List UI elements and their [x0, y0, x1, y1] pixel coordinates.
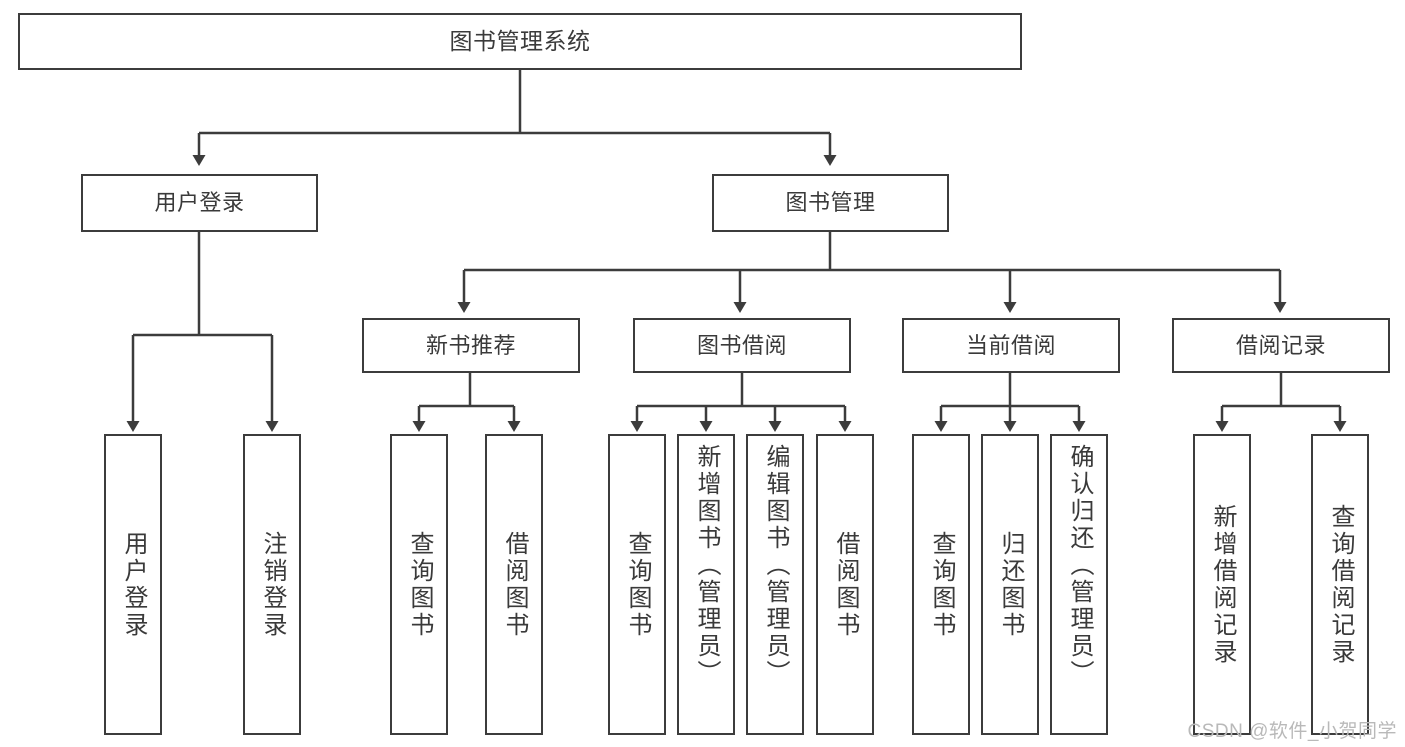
leaf-borrow-book-label: 借阅图书 [832, 530, 859, 639]
leaf-query-book-current[interactable]: 查询图书 [912, 434, 970, 735]
leaf-add-borrow-record-label: 新增借阅记录 [1209, 503, 1236, 666]
leaf-borrow-book-new[interactable]: 借阅图书 [485, 434, 543, 735]
leaf-query-book-new[interactable]: 查询图书 [390, 434, 448, 735]
node-root-label: 图书管理系统 [449, 27, 591, 54]
leaf-edit-book-admin-label: 编辑图书（管理员） [762, 444, 789, 687]
leaf-add-book-admin-label: 新增图书（管理员） [693, 444, 720, 687]
csdn-watermark: CSDN @软件_小贺同学 [1187, 721, 1397, 742]
node-borrow-record-label: 借阅记录 [1235, 332, 1326, 358]
node-new-book-recommend-label: 新书推荐 [425, 332, 516, 358]
leaf-user-login[interactable]: 用户登录 [104, 434, 162, 735]
node-new-book-recommend[interactable]: 新书推荐 [362, 318, 580, 373]
node-current-borrow[interactable]: 当前借阅 [902, 318, 1120, 373]
leaf-logout-label: 注销登录 [259, 530, 286, 639]
leaf-add-borrow-record[interactable]: 新增借阅记录 [1193, 434, 1251, 735]
leaf-query-borrow-record[interactable]: 查询借阅记录 [1311, 434, 1369, 735]
leaf-borrow-book-new-label: 借阅图书 [501, 530, 528, 639]
leaf-return-book-label: 归还图书 [997, 530, 1024, 639]
node-user-login-label: 用户登录 [154, 190, 245, 216]
leaf-user-login-label: 用户登录 [120, 530, 147, 639]
leaf-logout[interactable]: 注销登录 [243, 434, 301, 735]
leaf-query-book-borrow-label: 查询图书 [624, 530, 651, 639]
leaf-query-book-new-label: 查询图书 [406, 530, 433, 639]
leaf-query-book-current-label: 查询图书 [928, 530, 955, 639]
leaf-confirm-return-admin[interactable]: 确认归还（管理员） [1050, 434, 1108, 735]
node-book-management-label: 图书管理 [785, 190, 876, 216]
node-root[interactable]: 图书管理系统 [18, 13, 1022, 70]
leaf-confirm-return-admin-label: 确认归还（管理员） [1066, 444, 1093, 687]
leaf-add-book-admin[interactable]: 新增图书（管理员） [677, 434, 735, 735]
node-user-login[interactable]: 用户登录 [81, 174, 318, 232]
node-book-borrow[interactable]: 图书借阅 [633, 318, 851, 373]
leaf-query-borrow-record-label: 查询借阅记录 [1327, 503, 1354, 666]
leaf-query-book-borrow[interactable]: 查询图书 [608, 434, 666, 735]
node-borrow-record[interactable]: 借阅记录 [1172, 318, 1390, 373]
node-current-borrow-label: 当前借阅 [965, 332, 1056, 358]
leaf-return-book[interactable]: 归还图书 [981, 434, 1039, 735]
node-book-management[interactable]: 图书管理 [712, 174, 949, 232]
node-book-borrow-label: 图书借阅 [696, 332, 787, 358]
leaf-edit-book-admin[interactable]: 编辑图书（管理员） [746, 434, 804, 735]
leaf-borrow-book[interactable]: 借阅图书 [816, 434, 874, 735]
